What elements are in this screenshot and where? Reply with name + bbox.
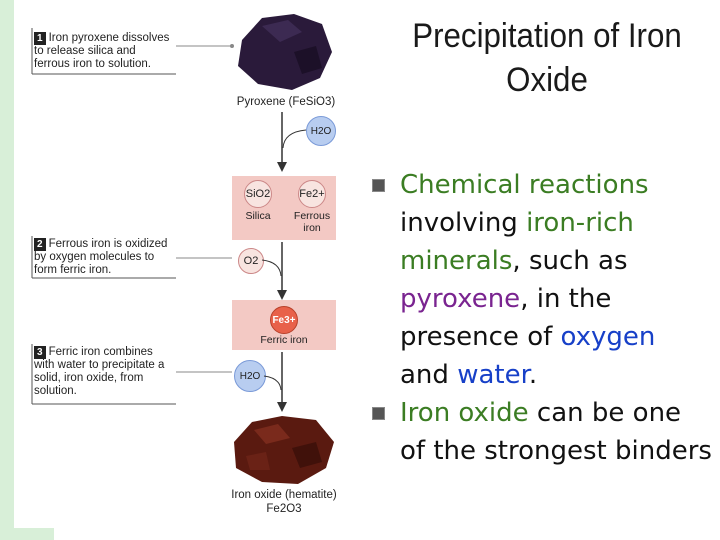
step-1-leader-line: [31, 28, 234, 75]
bullet-1-text-part: involving: [400, 208, 527, 238]
bullet-1-text: Chemical reactions involving iron-rich m…: [400, 170, 655, 390]
bullet-1-text-part: .: [528, 360, 538, 390]
silica-label: Silica: [245, 210, 271, 222]
step-3-number: 3: [34, 346, 46, 359]
bullet-2-text-part: can be one of the strongest binders: [400, 398, 712, 466]
keyword-pyroxene: pyroxene: [400, 284, 521, 314]
step-1-text: Iron pyroxene dissolves to release silic…: [34, 32, 170, 70]
bullet-2-marker: [372, 407, 385, 420]
arrow-2: [261, 242, 287, 300]
left-accent-stripe: [0, 0, 14, 540]
step-2-text: Ferrous iron is oxidized by oxygen molec…: [34, 238, 168, 276]
keyword-iron-rich-minerals: iron-rich minerals: [400, 208, 634, 276]
hematite-caption: Iron oxide (hematite): [231, 489, 337, 501]
arrow-3: [263, 352, 287, 412]
bullet-1-text-part: and: [400, 360, 458, 390]
ferric-circle: Fe3+: [270, 306, 298, 334]
keyword-oxygen: oxygen: [560, 322, 656, 352]
ferrous-circle: Fe2+: [298, 180, 326, 208]
step-2-leader-line: [31, 236, 232, 279]
bullet-1: Chemical reactions involving iron-rich m…: [372, 166, 712, 394]
arrow-1: [277, 112, 307, 172]
bullet-list: Chemical reactions involving iron-rich m…: [372, 166, 712, 470]
water-circle-2: H2O: [234, 360, 266, 392]
hematite-formula: Fe2O3: [266, 503, 302, 515]
silica-circle: SiO2: [244, 180, 272, 208]
bullet-1-marker: [372, 179, 385, 192]
step-3-leader-line: [31, 344, 232, 405]
keyword-iron-oxide: Iron oxide: [400, 398, 529, 428]
bullet-2: Iron oxide can be one of the strongest b…: [372, 394, 712, 470]
oxygen-circle: O2: [238, 248, 264, 274]
ferrous-label: Ferrous iron: [293, 210, 331, 234]
hematite-rock-image: [234, 416, 334, 484]
bullet-2-text: Iron oxide can be one of the strongest b…: [400, 398, 712, 466]
slide-title: Precipitation of Iron Oxide: [412, 17, 682, 99]
bullet-1-text-part: , such as: [512, 246, 628, 276]
ferric-label: Ferric iron: [260, 334, 308, 346]
step-1-number: 1: [34, 32, 46, 45]
pyroxene-rock-image: [238, 14, 332, 90]
step-2-number: 2: [34, 238, 46, 251]
water-circle-1: H2O: [306, 116, 336, 146]
step-3-text: Ferric iron combines with water to preci…: [34, 346, 165, 397]
bullet-1-text-part: , in the presence of: [400, 284, 612, 352]
keyword-water: water: [457, 360, 529, 390]
bottom-accent-stripe: [14, 528, 54, 540]
keyword-chemical-reactions: Chemical reactions: [400, 170, 649, 200]
pyroxene-caption: Pyroxene (FeSiO3): [236, 96, 336, 108]
